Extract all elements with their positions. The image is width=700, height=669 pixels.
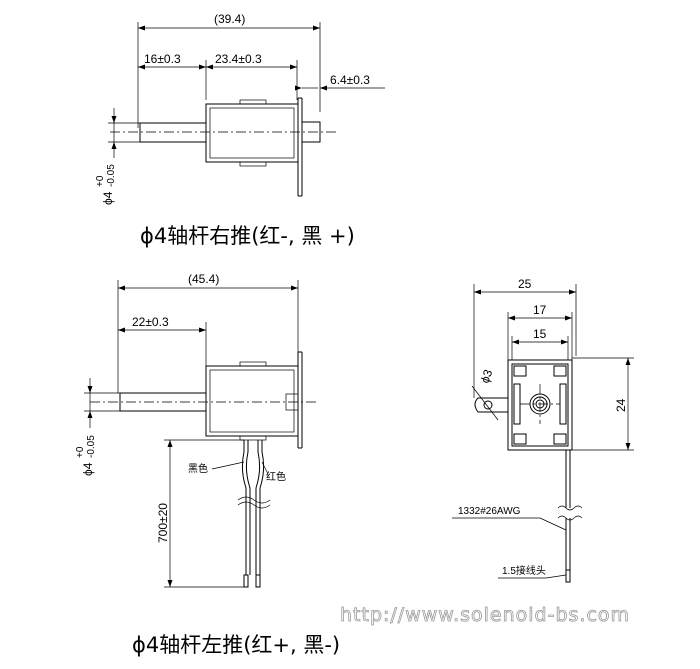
label-red-wire: 红色 — [266, 470, 286, 483]
watermark: http://www.solenoid-bs.com — [340, 604, 630, 626]
top-dim-body: 23.4±0.3 — [215, 52, 262, 66]
label-black-wire: 黑色 — [188, 462, 208, 475]
top-dim-right: 6.4±0.3 — [330, 73, 370, 87]
top-dim-overall: (39.4) — [214, 12, 245, 26]
top-dim-shaft-tol-lower: -0.05 — [106, 164, 117, 187]
end-dim-width-mid: 17 — [533, 303, 547, 317]
end-dim-width-inner: 15 — [533, 327, 547, 341]
bottom-dim-left: 22±0.3 — [132, 315, 169, 329]
top-dim-shaft-tol-upper: +0 — [95, 175, 106, 187]
bottom-dim-wire: 700±20 — [156, 503, 170, 543]
end-view: 25 17 15 ϕ3 — [452, 277, 634, 583]
top-view: (39.4) 16±0.3 23.4±0.3 6.4±0.3 — [95, 12, 385, 248]
end-label-wire: 1332#26AWG — [458, 506, 521, 517]
end-dim-height: 24 — [614, 398, 628, 412]
end-dim-width-outer: 25 — [518, 277, 532, 291]
end-dim-hole: ϕ3 — [478, 367, 496, 385]
bottom-view: (45.4) 22±0.3 ϕ4 +0 -0.05 — [75, 272, 340, 657]
top-caption: ϕ4轴杆右推(红-, 黑 +) — [140, 224, 355, 248]
end-label-terminal: 1.5接线头 — [502, 564, 546, 577]
bottom-dim-shaft-tol-upper: +0 — [75, 446, 86, 458]
top-dim-left: 16±0.3 — [144, 52, 181, 66]
bottom-dim-overall: (45.4) — [188, 272, 219, 286]
bottom-caption: ϕ4轴杆左推(红+, 黑-) — [132, 633, 340, 657]
bottom-dim-shaft-tol-lower: -0.05 — [86, 435, 97, 458]
bottom-dim-shaft: ϕ4 — [81, 462, 95, 476]
top-dim-shaft: ϕ4 — [101, 191, 115, 205]
